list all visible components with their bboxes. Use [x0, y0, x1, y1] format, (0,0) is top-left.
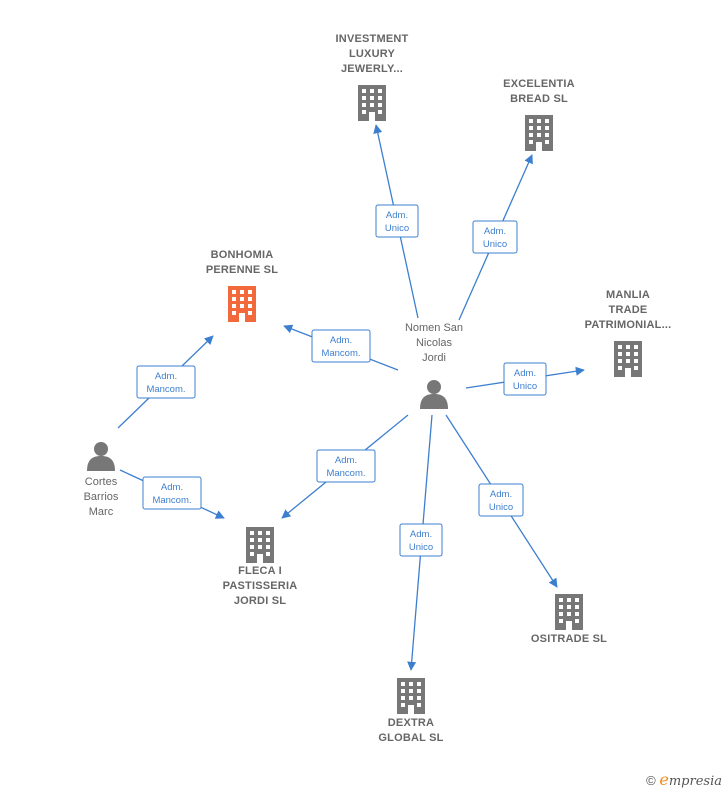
node-label-line: Barrios: [84, 491, 119, 503]
edge-label-text: Unico: [409, 542, 433, 553]
edge-label-text: Adm.: [490, 489, 512, 500]
edge-label-box: [375, 204, 419, 238]
company-node-bonhomia[interactable]: BONHOMIA PERENNE SL: [206, 249, 278, 322]
edge-label-box: [472, 220, 518, 254]
person-icon: [87, 442, 115, 471]
edge-label-nomen-bonhomia[interactable]: Adm. Mancom.: [311, 329, 371, 363]
building-icon: [397, 678, 425, 714]
node-label-line: PATRIMONIAL...: [585, 319, 672, 331]
edge-label-box: [311, 329, 371, 363]
node-label-line: Nomen San: [405, 322, 463, 334]
node-label-line: INVESTMENT: [336, 33, 409, 45]
company-node-dextra[interactable]: DEXTRA GLOBAL SL: [378, 678, 443, 744]
edge-label-text: Unico: [489, 502, 513, 513]
footer-brand: © empresia: [646, 770, 722, 789]
edge-label-text: Adm.: [386, 210, 408, 221]
edge-label-text: Adm.: [155, 371, 177, 382]
node-label-line: DEXTRA: [388, 717, 434, 729]
node-label-line: JEWERLY...: [341, 63, 403, 75]
building-icon: [555, 594, 583, 630]
edge-label-nomen-fleca[interactable]: Adm. Mancom.: [316, 449, 376, 483]
edge-label-text: Mancom.: [146, 384, 185, 395]
building-icon: [228, 286, 256, 322]
brand-name: mpresia: [668, 774, 722, 789]
edge-label-text: Adm.: [161, 482, 183, 493]
edge-label-text: Unico: [483, 239, 507, 250]
node-label-line: Cortes: [85, 476, 118, 488]
brand-initial: e: [659, 770, 669, 789]
node-label-line: BONHOMIA: [211, 249, 274, 261]
edge-label-nomen-investment[interactable]: Adm. Unico: [375, 204, 419, 238]
node-label-line: PERENNE SL: [206, 264, 278, 276]
edge-label-text: Mancom.: [326, 468, 365, 479]
company-node-excelentia[interactable]: EXCELENTIA BREAD SL: [503, 78, 575, 151]
edge-label-text: Adm.: [484, 226, 506, 237]
edge-label-text: Unico: [513, 381, 537, 392]
node-label-line: JORDI SL: [234, 595, 286, 607]
edge-label-nomen-manlia[interactable]: Adm. Unico: [503, 362, 547, 396]
node-label-line: GLOBAL SL: [378, 732, 443, 744]
edge-label-text: Adm.: [330, 335, 352, 346]
edge-label-text: Mancom.: [152, 495, 191, 506]
company-node-fleca[interactable]: FLECA I PASTISSERIA JORDI SL: [223, 527, 298, 607]
person-icon: [420, 380, 448, 409]
edge-label-text: Adm.: [335, 455, 357, 466]
building-icon: [614, 341, 642, 377]
node-label-line: OSITRADE SL: [531, 633, 607, 645]
node-label-line: Jordi: [422, 352, 446, 364]
edge-label-nomen-ositrade[interactable]: Adm. Unico: [478, 483, 524, 517]
node-label-line: Marc: [89, 506, 114, 518]
edge-label-cortes-fleca[interactable]: Adm. Mancom.: [142, 476, 202, 510]
edge-label-cortes-bonhomia[interactable]: Adm. Mancom.: [136, 365, 196, 399]
node-label-line: PASTISSERIA: [223, 580, 298, 592]
edge-label-text: Unico: [385, 223, 409, 234]
building-icon: [358, 85, 386, 121]
edge-label-box: [142, 476, 202, 510]
company-node-investment[interactable]: INVESTMENT LUXURY JEWERLY...: [336, 33, 409, 121]
building-icon: [246, 527, 274, 563]
company-node-ositrade[interactable]: OSITRADE SL: [531, 594, 607, 645]
edge-label-text: Adm.: [514, 368, 536, 379]
node-label-line: EXCELENTIA: [503, 78, 575, 90]
building-icon: [525, 115, 553, 151]
edge-label-box: [503, 362, 547, 396]
edge-label-box: [316, 449, 376, 483]
edge-label-nomen-dextra[interactable]: Adm. Unico: [399, 523, 443, 557]
node-label-line: FLECA I: [238, 565, 282, 577]
edge-label-nomen-excelentia[interactable]: Adm. Unico: [472, 220, 518, 254]
node-label-line: BREAD SL: [510, 93, 568, 105]
node-label-line: Nicolas: [416, 337, 453, 349]
node-label-line: MANLIA: [606, 289, 650, 301]
edge-label-box: [136, 365, 196, 399]
node-label-line: LUXURY: [349, 48, 395, 60]
copyright-symbol: ©: [646, 773, 656, 788]
edge-label-box: [478, 483, 524, 517]
node-label-line: TRADE: [609, 304, 648, 316]
edge-label-text: Mancom.: [321, 348, 360, 359]
company-node-manlia[interactable]: MANLIA TRADE PATRIMONIAL...: [585, 289, 672, 377]
brand-logo[interactable]: empresia: [659, 770, 722, 789]
edge-label-box: [399, 523, 443, 557]
edge-label-text: Adm.: [410, 529, 432, 540]
